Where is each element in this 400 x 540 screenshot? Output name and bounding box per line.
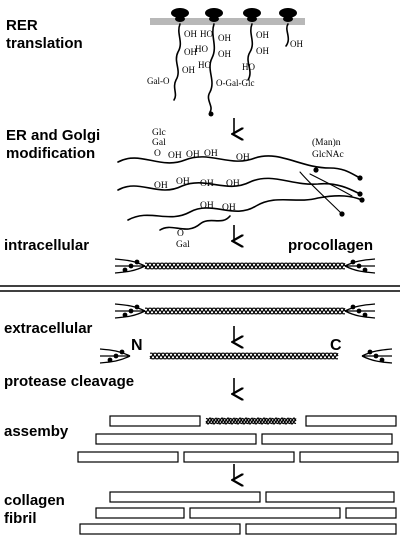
c-terminus-label: C <box>330 337 342 354</box>
oh-label: OH <box>204 149 218 159</box>
stage-label-rer-line2: translation <box>6 35 83 52</box>
golgi-labels: Glc Gal O OH OH OH OH OH OH OH OH OH OH … <box>152 128 344 250</box>
collagen-rod <box>299 451 399 463</box>
collagen-rod <box>183 451 295 463</box>
gal-label: Gal <box>176 240 190 250</box>
nascent-chains <box>173 23 290 117</box>
assembly-rods <box>77 415 399 463</box>
stage-label-protease-cleavage: protease cleavage <box>4 373 134 390</box>
oh-label: OH <box>184 29 197 39</box>
stage-label-er-golgi-line1: ER and Golgi <box>6 127 100 144</box>
stage-label-rer-line1: RER <box>6 17 38 34</box>
glc-label: Glc <box>152 128 166 138</box>
ribosome-icon <box>205 8 223 22</box>
oh-label: OH <box>176 177 190 187</box>
oh-label: OH <box>184 47 197 57</box>
procollagen-molecule <box>114 258 376 274</box>
rer-membrane <box>150 18 305 25</box>
fibril-rods <box>79 491 397 535</box>
oh-label: OH <box>168 151 182 161</box>
ho-label: HO <box>242 62 255 72</box>
rer-hydroxyl-labels: OH OH OH Gal-O HO HO HO OH OH O-Gal-Glc … <box>147 29 303 88</box>
ribosome-icon <box>171 8 189 22</box>
stage-label-intracellular: intracellular <box>4 237 89 254</box>
ho-label: HO <box>198 60 211 70</box>
oh-label: OH <box>200 179 214 189</box>
o-label: O <box>154 149 161 159</box>
oh-label: OH <box>218 33 231 43</box>
cell-membrane <box>0 285 400 292</box>
ribosome-icon <box>243 8 261 22</box>
ribosome-icons <box>171 8 297 22</box>
oh-label: OH <box>222 203 236 213</box>
collagen-rod <box>189 507 341 519</box>
oh-label: OH <box>256 46 269 56</box>
ho-label: HO <box>200 29 213 39</box>
ho-label: HO <box>195 44 208 54</box>
gal-o-label: Gal-O <box>147 76 170 86</box>
o-label: O <box>177 229 184 239</box>
oh-label: OH <box>218 49 231 59</box>
stage-label-assembly: assemby <box>4 423 69 440</box>
oh-label: OH <box>182 65 195 75</box>
stage-label-extracellular: extracellular <box>4 320 93 337</box>
tropocollagen-molecule <box>205 417 297 425</box>
ribosome-icon <box>279 8 297 22</box>
collagen-rod <box>345 507 397 519</box>
collagen-rod <box>109 415 201 427</box>
collagen-rod <box>265 491 395 503</box>
stage-label-procollagen: procollagen <box>288 237 373 254</box>
collagen-rod <box>245 523 397 535</box>
stage-label-fibril-line1: collagen <box>4 492 65 509</box>
oh-label: OH <box>290 39 303 49</box>
collagen-rod <box>261 433 393 445</box>
collagen-rod <box>109 491 261 503</box>
n-terminus-label: N <box>131 337 143 354</box>
collagen-rod <box>77 451 179 463</box>
collagen-rod <box>95 507 185 519</box>
glcnac-label: GlcNAc <box>312 150 344 160</box>
stage-label-er-golgi-line2: modification <box>6 145 95 162</box>
collagen-rod <box>305 415 397 427</box>
oh-label: OH <box>256 30 269 40</box>
oh-label: OH <box>154 181 168 191</box>
stage-label-fibril-line2: fibril <box>4 510 37 527</box>
o-gal-glc-label: O-Gal-Glc <box>216 78 254 88</box>
collagen-rod <box>79 523 241 535</box>
cleaved-procollagen <box>99 348 393 364</box>
oh-label: OH <box>186 150 200 160</box>
oh-label: OH <box>200 201 214 211</box>
oh-label: OH <box>226 179 240 189</box>
procollagen-molecule <box>114 303 376 319</box>
modified-chains <box>117 155 365 231</box>
man-n-label: (Man)n <box>312 137 341 148</box>
gal-label: Gal <box>152 138 166 148</box>
oh-label: OH <box>236 153 250 163</box>
collagen-rod <box>95 433 257 445</box>
